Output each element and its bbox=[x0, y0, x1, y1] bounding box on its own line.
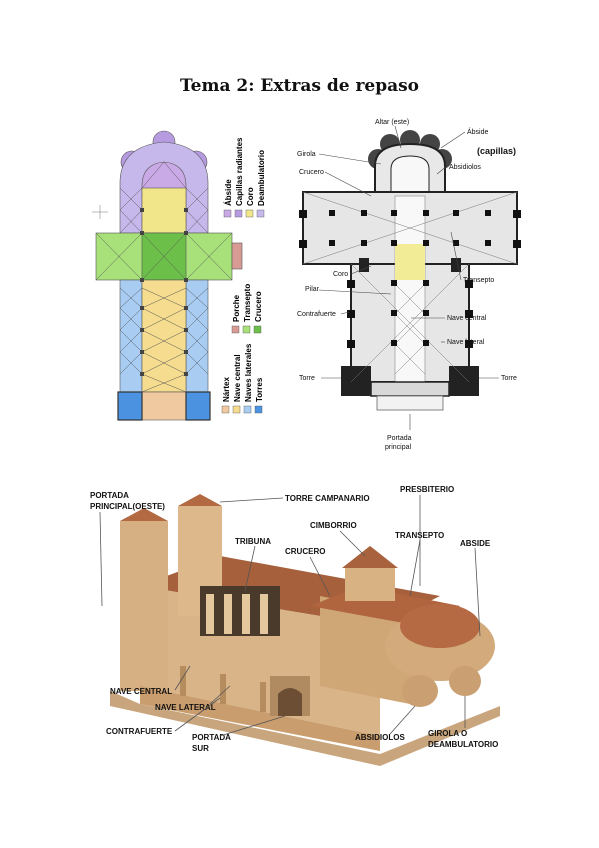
label-contrafuerte: Contrafuerte bbox=[297, 311, 336, 318]
iso-label-sur: SUR bbox=[192, 744, 209, 753]
iso-label-cimborrio: CIMBORRIO bbox=[310, 521, 357, 530]
bw-floor-plan: Altar (este) Ábside (capillas) Girola Ab… bbox=[291, 114, 533, 452]
page-title: Tema 2: Extras de repaso bbox=[179, 76, 420, 96]
iso-label-deambulatorio: DEAMBULATORIO bbox=[428, 740, 498, 749]
leader-lines bbox=[318, 125, 499, 430]
iso-label-presbiterio: PRESBITERIO bbox=[400, 485, 454, 494]
label-portada: Portada bbox=[387, 435, 412, 442]
iso-label-crucero: CRUCERO bbox=[285, 547, 325, 556]
label-crucero: Crucero bbox=[299, 169, 324, 176]
legend-nartex: Nártex bbox=[222, 377, 231, 402]
label-capillas: (capillas) bbox=[477, 146, 516, 156]
label-pilar: Pilar bbox=[305, 286, 320, 293]
label-torre-left: Torre bbox=[299, 375, 315, 382]
iso-label-torre: TORRE CAMPANARIO bbox=[285, 494, 370, 503]
label-nave-central: Nave central bbox=[447, 315, 487, 322]
iso-label-portada-sur: PORTADA bbox=[192, 733, 231, 742]
legend-naves-laterales: Naves laterales bbox=[244, 343, 253, 402]
compass-icon bbox=[92, 205, 108, 219]
tower-left bbox=[117, 391, 143, 421]
iso-label-nave-central: NAVE CENTRAL bbox=[110, 687, 172, 696]
narthex bbox=[141, 391, 187, 421]
label-torre-right: Torre bbox=[501, 375, 517, 382]
iso-leader-lines bbox=[99, 495, 481, 737]
legend-mid: Porche Transepto Crucero bbox=[231, 284, 263, 334]
legend-top: Ábside Capillas radiantes Coro Deambulat… bbox=[223, 137, 266, 218]
label-altar: Altar (este) bbox=[375, 119, 409, 126]
iso-label-girola: GIROLA O bbox=[428, 729, 467, 738]
legend-porche: Porche bbox=[232, 294, 241, 322]
colored-floor-plan: Ábside Capillas radiantes Coro Deambulat… bbox=[92, 130, 266, 421]
legend-deambulatorio: Deambulatorio bbox=[257, 150, 266, 206]
label-principal: principal bbox=[385, 444, 412, 451]
legend-bottom: Nártex Nave central Naves laterales Torr… bbox=[221, 343, 264, 414]
iso-label-absidiolos: ABSIDIOLOS bbox=[355, 733, 405, 742]
side-aisle-left bbox=[119, 279, 143, 393]
iso-label-contrafuerte: CONTRAFUERTE bbox=[106, 727, 173, 736]
label-coro: Coro bbox=[333, 271, 348, 278]
porch bbox=[231, 242, 243, 270]
legend-transepto: Transepto bbox=[243, 284, 252, 322]
legend-coro: Coro bbox=[246, 187, 255, 206]
cathedral-illustration bbox=[110, 494, 500, 766]
label-abside: Ábside bbox=[467, 127, 489, 136]
vault-lines bbox=[95, 161, 233, 393]
iso-label-tribuna: TRIBUNA bbox=[235, 537, 271, 546]
legend-torres: Torres bbox=[255, 377, 264, 402]
iso-label-abside: ABSIDE bbox=[460, 539, 491, 548]
choir bbox=[141, 187, 187, 234]
label-transepto: Transepto bbox=[463, 277, 494, 284]
tower-right bbox=[185, 391, 211, 421]
label-absidiolos: Absidiolos bbox=[449, 164, 481, 171]
side-aisle-right bbox=[185, 279, 209, 393]
label-girola: Girola bbox=[297, 151, 316, 158]
label-nave-lateral: Nave lateral bbox=[447, 339, 485, 346]
legend-abside: Ábside bbox=[224, 179, 233, 206]
legend-nave-central: Nave central bbox=[233, 354, 242, 402]
iso-label-nave-lateral: NAVE LATERAL bbox=[155, 703, 216, 712]
legend-crucero: Crucero bbox=[254, 291, 263, 322]
legend-capillas: Capillas radiantes bbox=[235, 137, 244, 206]
iso-label-portada: PORTADA bbox=[90, 491, 129, 500]
iso-label-principal: PRINCIPAL(OESTE) bbox=[90, 502, 165, 511]
plan-body bbox=[299, 130, 521, 411]
isometric-cathedral: PORTADA PRINCIPAL(OESTE) TORRE CAMPANARI… bbox=[90, 485, 500, 766]
pillars bbox=[140, 208, 188, 376]
central-nave bbox=[141, 279, 187, 393]
